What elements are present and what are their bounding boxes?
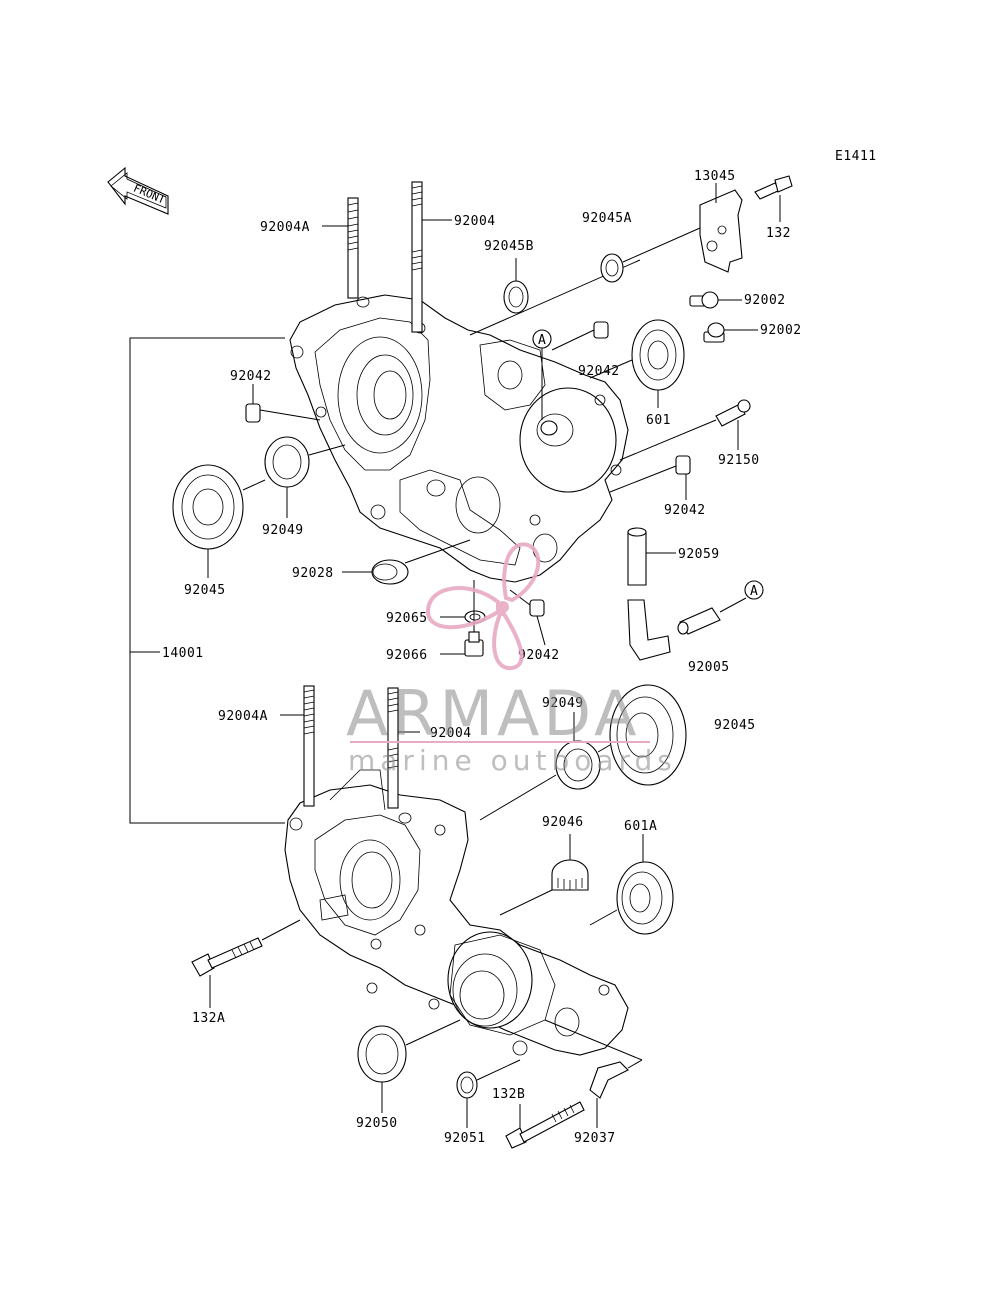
label-92042-left: 92042 xyxy=(230,369,272,384)
propeller-logo-icon xyxy=(426,542,541,670)
label-13045: 13045 xyxy=(694,169,736,184)
seal-92051 xyxy=(456,1059,521,1128)
reference-marker-A-lower: A xyxy=(744,580,764,600)
watermark-title: ARMADA xyxy=(346,677,640,750)
label-92004A-bottom: 92004A xyxy=(218,709,268,724)
stud-92004A-top xyxy=(322,197,359,299)
dowel-92042-low xyxy=(509,589,546,646)
label-92150: 92150 xyxy=(718,453,760,468)
label-92037: 92037 xyxy=(574,1131,616,1146)
dowel-92042-mid xyxy=(551,321,609,351)
stud-92004-bottom xyxy=(387,687,420,809)
lower-crankcase-half xyxy=(284,769,629,1056)
label-132B: 132B xyxy=(492,1087,525,1102)
hose-92059 xyxy=(627,527,676,661)
assembly-bracket xyxy=(129,337,285,824)
label-14001: 14001 xyxy=(162,646,204,661)
label-92050: 92050 xyxy=(356,1116,398,1131)
label-92046: 92046 xyxy=(542,815,584,830)
dowel-92042-left xyxy=(245,384,321,423)
stud-92004-top xyxy=(411,181,452,333)
label-92049-bottom: 92049 xyxy=(542,696,584,711)
bolt-132B xyxy=(505,1101,585,1149)
bolt-92002-a xyxy=(689,291,742,309)
label-92065: 92065 xyxy=(386,611,428,626)
label-92045-right: 92045 xyxy=(714,718,756,733)
bearing-92045-right xyxy=(597,684,687,786)
label-92045B: 92045B xyxy=(484,239,534,254)
label-92042-mid: 92042 xyxy=(578,364,620,379)
collar-92028 xyxy=(342,539,471,585)
front-arrow-icon: FRONT xyxy=(107,166,169,215)
bolt-132 xyxy=(754,175,793,222)
bolt-132A xyxy=(191,919,301,1008)
label-132: 132 xyxy=(766,226,791,241)
label-601: 601 xyxy=(646,413,671,428)
label-601A: 601A xyxy=(624,819,657,834)
label-92028: 92028 xyxy=(292,566,334,581)
label-132A: 132A xyxy=(192,1011,225,1026)
bearing-92045A xyxy=(600,227,701,283)
label-92002-b: 92002 xyxy=(760,323,802,338)
fitting-92005 xyxy=(677,597,747,635)
label-92042-right: 92042 xyxy=(664,503,706,518)
seal-92049-top xyxy=(264,436,346,518)
bearing-92045-left xyxy=(172,464,266,578)
fitting-92150 xyxy=(619,399,751,461)
stud-92004A-bottom xyxy=(280,685,315,807)
label-92004-top: 92004 xyxy=(454,214,496,229)
svg-text:A: A xyxy=(538,333,546,348)
label-92005: 92005 xyxy=(688,660,730,675)
label-92066: 92066 xyxy=(386,648,428,663)
seal-92050 xyxy=(357,1019,461,1113)
bearing-92045B xyxy=(469,258,641,336)
label-92045-left: 92045 xyxy=(184,583,226,598)
label-92004-bottom: 92004 xyxy=(430,726,472,741)
svg-text:A: A xyxy=(750,584,758,599)
label-92004A-top: 92004A xyxy=(260,220,310,235)
bearing-601A xyxy=(589,834,674,935)
diagram-code: E1411 xyxy=(835,149,877,164)
watermark-subtitle: marine outboards xyxy=(348,744,677,777)
upper-crankcase-half xyxy=(289,294,629,583)
label-92059: 92059 xyxy=(678,547,720,562)
label-92045A: 92045A xyxy=(582,211,632,226)
bearing-601 xyxy=(589,319,685,408)
needle-bearing-92046 xyxy=(499,834,589,916)
label-92002-a: 92002 xyxy=(744,293,786,308)
seal-92049-bottom xyxy=(479,712,601,821)
label-92051: 92051 xyxy=(444,1131,486,1146)
clamp-92037 xyxy=(544,1019,643,1128)
label-92049-top: 92049 xyxy=(262,523,304,538)
bracket-13045 xyxy=(699,183,743,273)
dowel-92042-right xyxy=(609,455,691,500)
label-92042-low: 92042 xyxy=(518,648,560,663)
armada-watermark: ARMADA marine outboards xyxy=(346,542,677,777)
reference-marker-A-upper: A xyxy=(532,329,552,420)
bolt-92002-b xyxy=(703,322,758,343)
callout-labels: 92004A 92004 92045A 13045 132 92045B 920… xyxy=(162,169,802,1146)
